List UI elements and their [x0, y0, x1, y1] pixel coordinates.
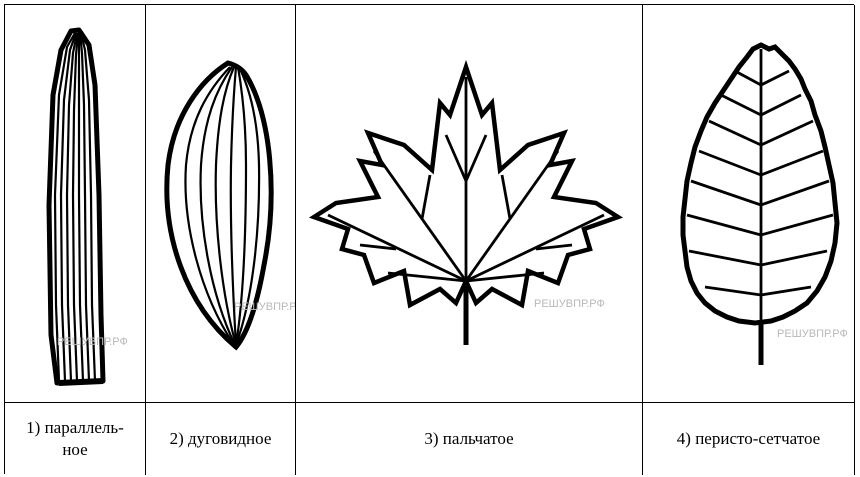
label-cell-arcuate: 2) дуговидное: [146, 403, 296, 475]
arcuate-venation-leaf-icon: РЕШУВПР.РФ: [146, 5, 295, 402]
leaf-label-parallel: 1) параллель- ное: [26, 417, 124, 461]
leaf-image-cell-pinnate: РЕШУВПР.РФ: [643, 5, 855, 403]
watermark-text: РЕШУВПР.РФ: [777, 328, 848, 340]
pinnate-reticulate-venation-leaf-icon: РЕШУВПР.РФ: [643, 5, 854, 402]
watermark-text: РЕШУВПР.РФ: [234, 301, 295, 313]
leaf-label-palmate: 3) пальчатое: [424, 428, 513, 450]
watermark-text: РЕШУВПР.РФ: [534, 298, 605, 310]
parallel-venation-leaf-icon: РЕШУВПР.РФ: [5, 5, 145, 402]
label-cell-parallel: 1) параллель- ное: [5, 403, 146, 475]
leaf-image-cell-palmate: РЕШУВПР.РФ: [296, 5, 643, 403]
leaf-label-arcuate: 2) дуговидное: [170, 428, 272, 450]
label-cell-palmate: 3) пальчатое: [296, 403, 643, 475]
leaf-venation-table: РЕШУВПР.РФ РЕШУВПР.РФ: [4, 4, 854, 474]
palmate-venation-leaf-icon: РЕШУВПР.РФ: [296, 5, 642, 402]
leaf-image-cell-arcuate: РЕШУВПР.РФ: [146, 5, 296, 403]
leaf-label-pinnate: 4) перисто-сетчатое: [677, 428, 820, 450]
watermark-text: РЕШУВПР.РФ: [57, 336, 128, 348]
leaf-image-cell-parallel: РЕШУВПР.РФ: [5, 5, 146, 403]
label-cell-pinnate: 4) перисто-сетчатое: [643, 403, 855, 475]
